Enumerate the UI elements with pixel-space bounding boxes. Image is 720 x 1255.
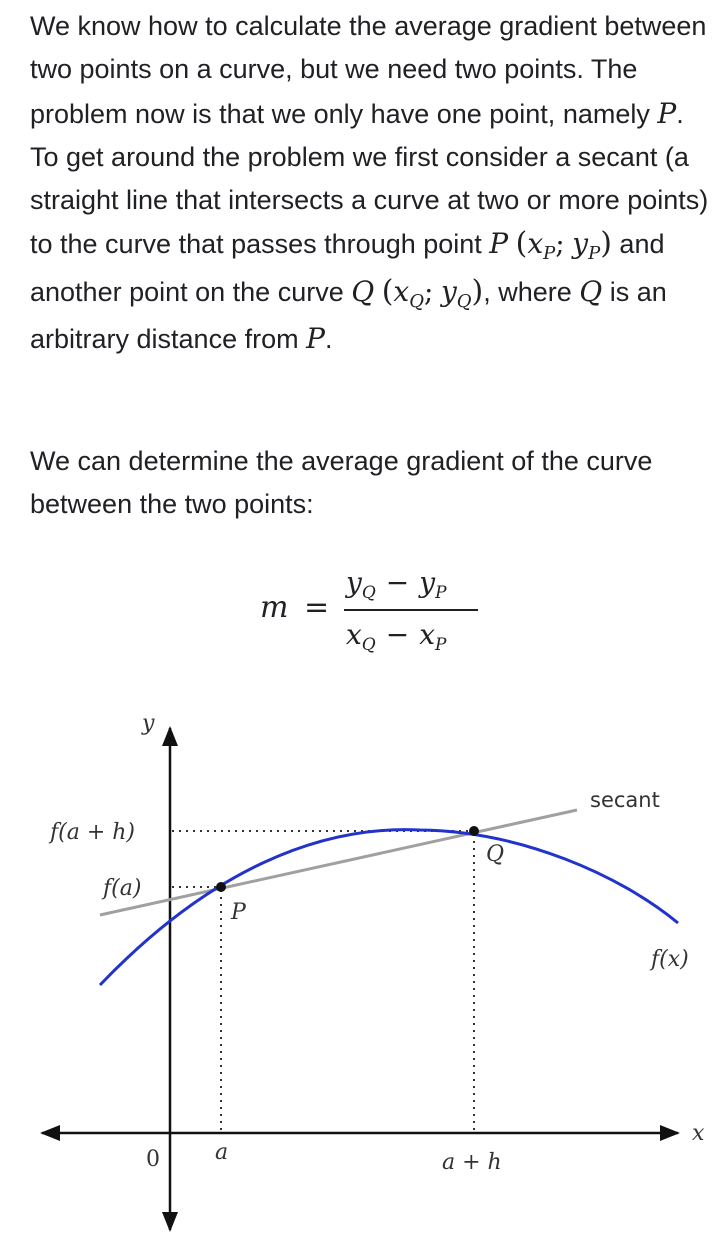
math-P: P [306, 322, 325, 356]
secant-graph: y x f(a + h) f(a) P Q secant f(x) 0 a a … [40, 711, 705, 1232]
fx-label: f(x) [649, 947, 689, 972]
ah-label: a + h [442, 1150, 502, 1175]
math-P: P [657, 96, 677, 130]
a-label: a [215, 1140, 228, 1165]
math-Q: Q [579, 274, 603, 308]
gradient-formula: m = yQ−yP xQ−xP [260, 560, 500, 660]
intro-text-3: and another point on the curve [30, 229, 665, 307]
point-Q [469, 826, 479, 836]
point-P [216, 882, 226, 892]
fah-label: f(a + h) [48, 820, 135, 845]
intro-text-6: . [324, 324, 333, 355]
intro-text-5: is an arbitrary distance from [30, 276, 667, 355]
intro-text-2: . To get around the problem we first con… [30, 98, 709, 260]
formula-denominator: xQ−xP [346, 618, 447, 655]
formula-m: m [260, 590, 289, 625]
x-axis-label: x [692, 1121, 705, 1146]
P-label: P [230, 900, 247, 925]
y-axis-label: y [141, 711, 155, 736]
Q-label: Q [486, 842, 504, 867]
curve-fx [98, 828, 679, 987]
secant-line [99, 808, 578, 917]
fraction-bar [344, 609, 478, 611]
math-Q-coordinates: (xQ; yQ) [381, 273, 484, 312]
fa-label: f(a) [101, 876, 141, 901]
formula-numerator: yQ−yP [346, 566, 447, 603]
origin-label: 0 [146, 1147, 160, 1172]
math-Q: Q [351, 274, 375, 308]
secant-label: secant [590, 788, 660, 812]
gradient-paragraph: We can determine the average gradient of… [30, 446, 653, 520]
math-P: P [489, 227, 509, 261]
math-P-coordinates: (xP; yP) [515, 226, 612, 265]
intro-text-4: , where [483, 276, 580, 307]
intro-paragraph: We know how to calculate the average gra… [30, 5, 716, 361]
intro-text-1: We know how to calculate the average gra… [30, 11, 707, 129]
formula-equals: = [304, 590, 330, 625]
